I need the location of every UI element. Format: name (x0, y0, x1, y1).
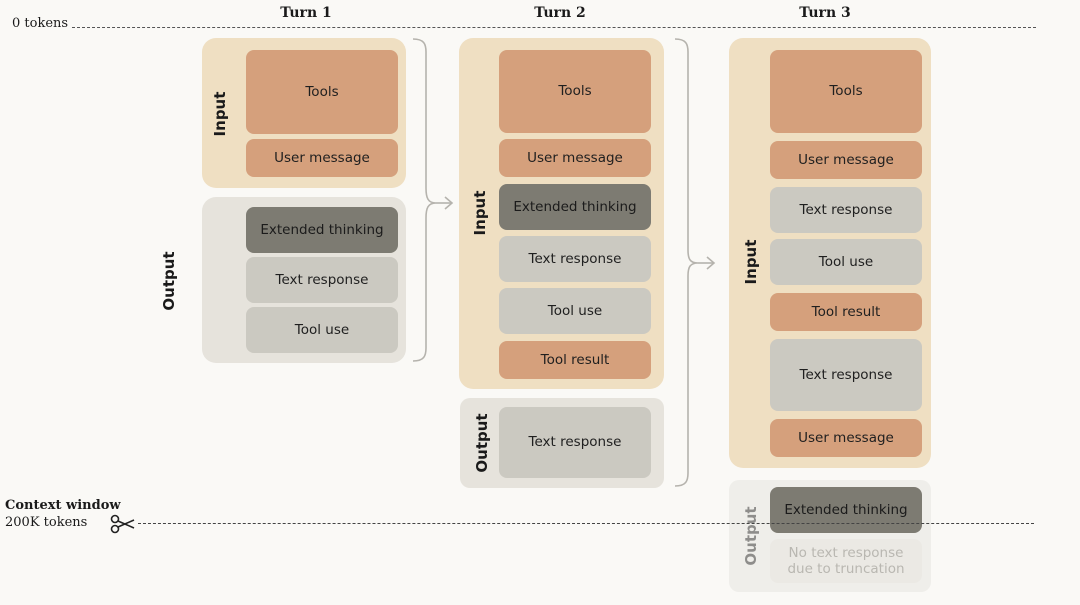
turn-3-output-extended-thinking: Extended thinking (770, 487, 922, 533)
turn-1-input-tools: Tools (246, 50, 398, 134)
turn-2-output-text-response: Text response (499, 407, 651, 478)
turn-1-to-2-brace (412, 38, 454, 362)
turn-3-output-label: Output (742, 506, 760, 566)
turn-1-output-label: Output (160, 251, 178, 311)
context-window-line (138, 523, 1034, 524)
turn-2-input-extended-thinking: Extended thinking (499, 184, 651, 230)
turn-3-input-user-message-2: User message (770, 419, 922, 457)
zero-tokens-label: 0 tokens (12, 16, 69, 31)
turn-3-output-panel: Output Extended thinking No text respons… (729, 480, 931, 592)
scissors-icon (110, 514, 135, 534)
turn-3-input-tool-use: Tool use (770, 239, 922, 285)
turn-2-input-user-message: User message (499, 139, 651, 177)
turn-1-title: Turn 1 (280, 5, 332, 21)
turn-3-input-tool-result: Tool result (770, 293, 922, 331)
turn-2-input-tool-result: Tool result (499, 341, 651, 379)
turn-3-input-text-response-1: Text response (770, 187, 922, 233)
turn-1-input-panel: Input Tools User message (202, 38, 406, 188)
turn-1-input-label: Input (211, 91, 229, 137)
turn-1-output-extended-thinking: Extended thinking (246, 207, 398, 253)
turn-2-title: Turn 2 (534, 5, 586, 21)
turn-1-output-tool-use: Tool use (246, 307, 398, 353)
turn-2-input-label: Input (471, 190, 489, 236)
turn-3-input-label: Input (742, 239, 760, 285)
turn-3-input-user-message-1: User message (770, 141, 922, 179)
turn-2-to-3-brace (674, 38, 716, 487)
turn-2-output-label: Output (473, 413, 491, 473)
turn-3-input-text-response-2: Text response (770, 339, 922, 411)
turn-2-input-text-response: Text response (499, 236, 651, 282)
turn-3-input-panel: Input Tools User message Text response T… (729, 38, 931, 468)
turn-3-title: Turn 3 (799, 5, 851, 21)
turn-2-input-tools: Tools (499, 50, 651, 133)
turn-1-output-text-response: Text response (246, 257, 398, 303)
context-window-title: Context window (5, 498, 121, 513)
context-window-limit: 200K tokens (5, 515, 88, 530)
turn-3-output-truncated-note: No text response due to truncation (770, 539, 922, 583)
turn-2-output-panel: Output Text response (460, 398, 664, 488)
turn-3-input-tools: Tools (770, 50, 922, 133)
turn-1-input-user-message: User message (246, 139, 398, 177)
turn-2-input-tool-use: Tool use (499, 288, 651, 334)
zero-tokens-line (72, 27, 1036, 28)
turn-2-input-panel: Input Tools User message Extended thinki… (459, 38, 664, 389)
